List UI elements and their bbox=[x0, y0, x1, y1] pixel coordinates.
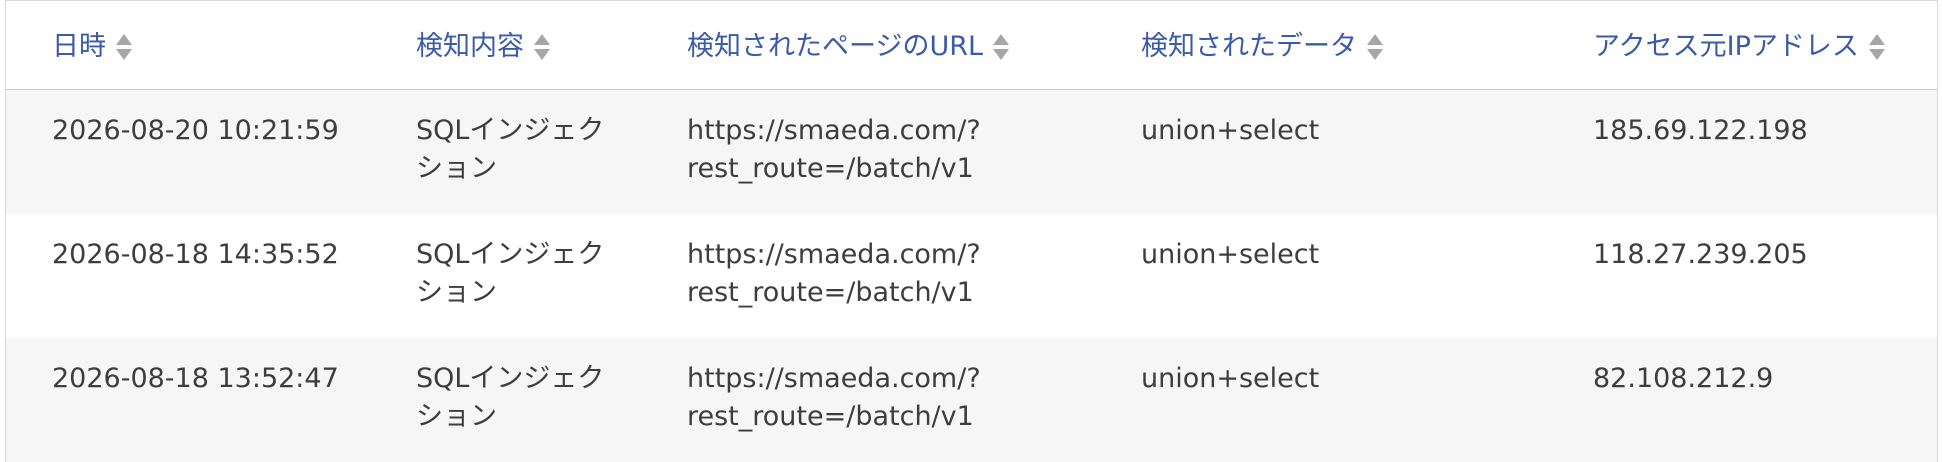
cell-source-ip: 118.27.239.205 bbox=[1593, 239, 1808, 270]
column-header-source-ip[interactable]: アクセス元IPアドレス bbox=[1593, 29, 1885, 65]
column-header-label: 日時 bbox=[52, 31, 106, 62]
cell-detection-type-line: SQLインジェク bbox=[416, 239, 605, 270]
table-row: 2026-08-18 13:52:47 SQLインジェク ション https:/… bbox=[6, 338, 1937, 462]
cell-detection-type: SQLインジェク ション bbox=[416, 112, 616, 188]
table-row: 2026-08-20 10:21:59 SQLインジェク ション https:/… bbox=[6, 90, 1937, 214]
cell-detected-url: https://smaeda.com/? rest_route=/batch/v… bbox=[687, 360, 1067, 436]
sort-icon[interactable] bbox=[116, 33, 132, 61]
column-header-detected-url[interactable]: 検知されたページのURL bbox=[687, 29, 1010, 65]
cell-detected-data: union+select bbox=[1141, 363, 1320, 394]
table-row: 2026-08-18 14:35:52 SQLインジェク ション https:/… bbox=[6, 214, 1937, 338]
cell-datetime: 2026-08-18 13:52:47 bbox=[52, 363, 339, 394]
cell-source-ip: 185.69.122.198 bbox=[1593, 115, 1808, 146]
cell-detected-data: union+select bbox=[1141, 239, 1320, 270]
cell-url-line: rest_route=/batch/v1 bbox=[687, 277, 974, 308]
column-header-label: 検知されたページのURL bbox=[687, 31, 984, 62]
sort-icon[interactable] bbox=[993, 33, 1010, 61]
cell-url-line: https://smaeda.com/? bbox=[687, 239, 981, 270]
cell-detection-type-line: ション bbox=[416, 401, 497, 432]
column-header-detected-data[interactable]: 検知されたデータ bbox=[1141, 29, 1383, 65]
cell-url-line: https://smaeda.com/? bbox=[687, 115, 981, 146]
cell-datetime: 2026-08-20 10:21:59 bbox=[52, 115, 339, 146]
cell-detection-type-line: ション bbox=[416, 277, 497, 308]
cell-url-line: rest_route=/batch/v1 bbox=[687, 401, 974, 432]
sort-icon[interactable] bbox=[1367, 33, 1383, 61]
sort-icon[interactable] bbox=[1868, 33, 1885, 61]
cell-source-ip: 82.108.212.9 bbox=[1593, 363, 1774, 394]
column-header-label: 検知内容 bbox=[416, 31, 524, 62]
cell-detection-type-line: ション bbox=[416, 153, 497, 184]
detection-log-table: 日時 検知内容 検知されたページのURL 検知されたデータ アクセス元IPアドレ… bbox=[5, 0, 1938, 462]
column-header-label: アクセス元IPアドレス bbox=[1593, 31, 1859, 62]
cell-url-line: rest_route=/batch/v1 bbox=[687, 153, 974, 184]
cell-detected-data: union+select bbox=[1141, 115, 1320, 146]
cell-detection-type: SQLインジェク ション bbox=[416, 360, 616, 436]
cell-detected-url: https://smaeda.com/? rest_route=/batch/v… bbox=[687, 112, 1067, 188]
cell-detection-type-line: SQLインジェク bbox=[416, 115, 605, 146]
cell-detection-type: SQLインジェク ション bbox=[416, 236, 616, 312]
column-header-detection-type[interactable]: 検知内容 bbox=[416, 29, 550, 65]
table-header: 日時 検知内容 検知されたページのURL 検知されたデータ アクセス元IPアドレ… bbox=[6, 1, 1937, 90]
cell-detection-type-line: SQLインジェク bbox=[416, 363, 605, 394]
column-header-datetime[interactable]: 日時 bbox=[52, 29, 132, 65]
cell-datetime: 2026-08-18 14:35:52 bbox=[52, 239, 339, 270]
sort-icon[interactable] bbox=[534, 33, 550, 61]
column-header-label: 検知されたデータ bbox=[1141, 31, 1357, 62]
cell-detected-url: https://smaeda.com/? rest_route=/batch/v… bbox=[687, 236, 1067, 312]
cell-url-line: https://smaeda.com/? bbox=[687, 363, 981, 394]
